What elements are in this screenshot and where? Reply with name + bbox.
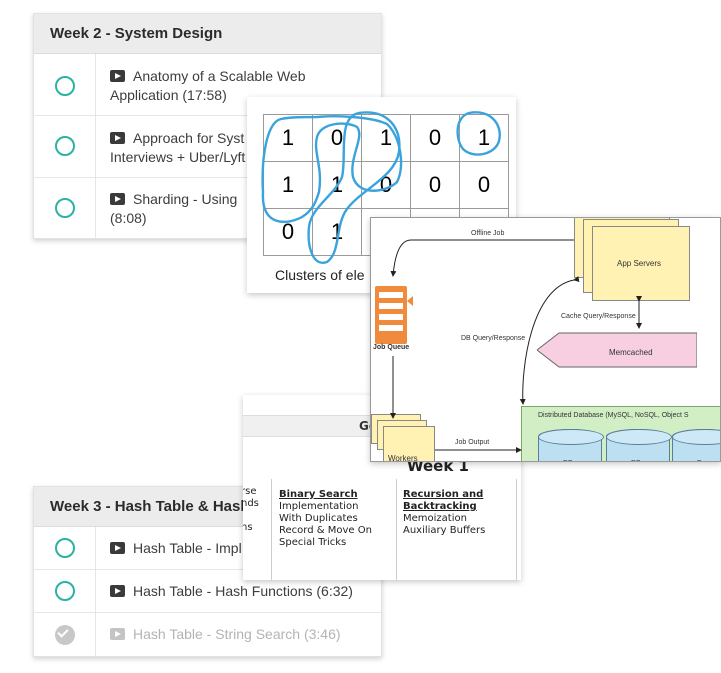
- video-play-icon: [110, 132, 125, 144]
- lesson-row[interactable]: Anatomy of a Scalable Web Application (1…: [34, 54, 381, 116]
- grid-cell: 0: [312, 114, 362, 162]
- memcached-label: Memcached: [609, 348, 653, 357]
- lesson-title-cont: (8:08): [110, 210, 147, 226]
- grid-caption: Clusters of ele: [275, 267, 365, 283]
- grid-cell: 0: [410, 114, 460, 162]
- grid-cell: 0: [459, 161, 509, 209]
- cluster-loop: [307, 111, 401, 264]
- lesson-title: Hash Table - Impl: [133, 540, 242, 556]
- lesson-row[interactable]: Approach for Syst Interviews + Uber/Lyft: [34, 116, 381, 178]
- video-play-icon: [110, 628, 125, 640]
- lesson-row[interactable]: Sharding - Using (8:08): [34, 178, 381, 238]
- offline-job-label: Offline Job: [471, 230, 505, 237]
- curriculum-col-binary-search: Binary Search Implementation With Duplic…: [279, 489, 372, 548]
- job-output-label: Job Output: [455, 439, 490, 446]
- grid-cell: 1: [361, 114, 411, 162]
- grid-cell: 1: [263, 161, 313, 209]
- database-icon: DB: [606, 429, 672, 461]
- video-play-icon: [110, 193, 125, 205]
- workers-box: Workers: [383, 426, 435, 461]
- column-heading: Recursion and: [403, 489, 484, 500]
- video-play-icon: [110, 542, 125, 554]
- lesson-title: Sharding - Using: [133, 191, 238, 207]
- job-queue-label: Job Queue: [373, 344, 410, 351]
- cache-query-label: Cache Query/Response: [561, 313, 636, 320]
- lesson-title: Approach for Syst: [133, 130, 245, 146]
- lesson-title: Hash Table - Hash Functions (6:32): [133, 583, 353, 599]
- diagram-connectors: [390, 239, 642, 453]
- app-servers-box: App Servers: [592, 226, 690, 301]
- db-query-label: DB Query/Response: [461, 335, 526, 342]
- column-heading: Backtracking: [403, 501, 477, 512]
- curriculum-col-recursion: Recursion and Backtracking Memoization A…: [403, 489, 486, 536]
- distributed-database-box: Distributed Database (MySQL, NoSQL, Obje…: [521, 406, 720, 461]
- job-queue-icon: [375, 286, 413, 344]
- database-icon: D: [672, 429, 720, 461]
- column-heading: Binary Search: [279, 489, 358, 500]
- incomplete-circle-icon[interactable]: [55, 136, 75, 156]
- cluster-loop: [456, 111, 501, 156]
- video-play-icon: [110, 70, 125, 82]
- incomplete-circle-icon[interactable]: [55, 581, 75, 601]
- week2-title: Week 2 - System Design: [34, 14, 381, 54]
- cluster-outline-drawing: [261, 111, 501, 264]
- video-play-icon: [110, 585, 125, 597]
- incomplete-circle-icon[interactable]: [55, 76, 75, 96]
- database-icon: DB: [538, 429, 604, 461]
- lesson-row[interactable]: Hash Table - String Search (3:46): [34, 613, 381, 656]
- lesson-row[interactable]: Hash Table - Impl: [34, 527, 381, 570]
- lesson-title-cont: Interviews + Uber/Lyft: [110, 149, 246, 165]
- cluster-loop: [261, 115, 403, 224]
- lesson-row[interactable]: Hash Table - Hash Functions (6:32): [34, 570, 381, 613]
- incomplete-circle-icon[interactable]: [55, 198, 75, 218]
- incomplete-circle-icon[interactable]: [55, 538, 75, 558]
- lesson-title: Anatomy of a Scalable Web: [133, 68, 306, 84]
- curriculum-col-partial: rse nds ns: [243, 486, 259, 533]
- lesson-title: Hash Table - String Search (3:46): [133, 626, 341, 642]
- completed-check-icon[interactable]: [55, 625, 75, 645]
- lesson-title-cont: Application (17:58): [110, 87, 227, 103]
- architecture-diagram: App Servers Memcached Job Queue Workers …: [370, 217, 721, 462]
